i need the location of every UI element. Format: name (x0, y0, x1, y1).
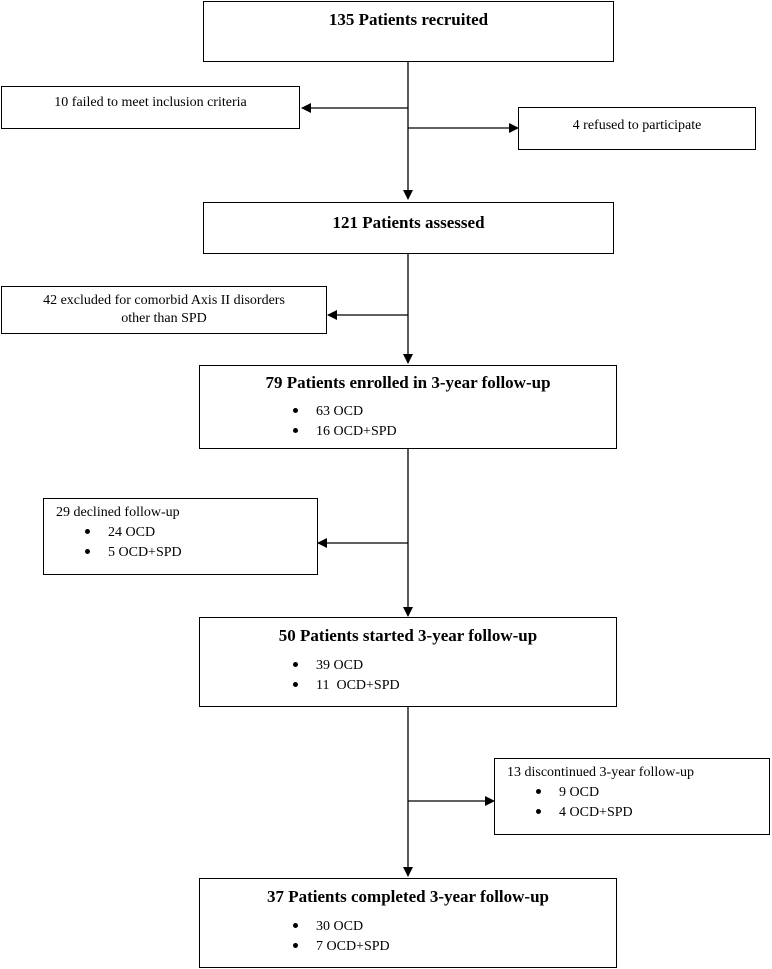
assessed-title: 121 Patients assessed (332, 213, 485, 232)
bullet-icon (293, 408, 298, 414)
started-title: 50 Patients started 3-year follow-up (278, 626, 538, 645)
enrolled-title: 79 Patients enrolled in 3-year follow-up (265, 373, 551, 392)
bullet-icon (293, 923, 298, 929)
started-item-ocd-spd: 11 OCD+SPD (293, 678, 400, 694)
refused-box: 4 refused to participate (518, 107, 756, 150)
excluded-line-1: 42 excluded for comorbid Axis II disorde… (43, 293, 285, 308)
declined-box: 29 declined follow-up 24 OCD 5 OCD+SPD (43, 498, 318, 575)
declined-item-ocd-spd: 5 OCD+SPD (85, 545, 182, 561)
completed-box: 37 Patients completed 3-year follow-up 3… (199, 878, 617, 968)
failed-inclusion-box: 10 failed to meet inclusion criteria (1, 86, 300, 129)
completed-title: 37 Patients completed 3-year follow-up (266, 887, 550, 906)
completed-item-ocd-spd: 7 OCD+SPD (293, 939, 390, 955)
bullet-icon (85, 549, 90, 555)
recruited-box: 135 Patients recruited (203, 1, 614, 62)
excluded-line-2: other than SPD (121, 311, 207, 326)
bullet-icon (85, 529, 90, 535)
enrolled-item-ocd: 63 OCD (293, 404, 363, 420)
discontinued-text: 13 discontinued 3-year follow-up (507, 765, 695, 780)
started-item-ocd: 39 OCD (293, 658, 363, 674)
discontinued-box: 13 discontinued 3-year follow-up 9 OCD 4… (494, 758, 770, 835)
recruited-title: 135 Patients recruited (328, 10, 489, 29)
declined-text: 29 declined follow-up (56, 505, 180, 520)
discontinued-item-ocd: 9 OCD (536, 785, 599, 801)
bullet-icon (536, 809, 541, 815)
bullet-icon (293, 662, 298, 668)
bullet-icon (293, 682, 298, 688)
failed-inclusion-text: 10 failed to meet inclusion criteria (54, 95, 247, 110)
enrolled-item-ocd-spd: 16 OCD+SPD (293, 424, 397, 440)
assessed-box: 121 Patients assessed (203, 202, 614, 254)
declined-item-ocd: 24 OCD (85, 525, 155, 541)
refused-text: 4 refused to participate (572, 118, 702, 133)
started-box: 50 Patients started 3-year follow-up 39 … (199, 617, 617, 707)
discontinued-item-ocd-spd: 4 OCD+SPD (536, 805, 633, 821)
bullet-icon (293, 943, 298, 949)
excluded-box: 42 excluded for comorbid Axis II disorde… (1, 286, 327, 334)
bullet-icon (293, 428, 298, 434)
completed-item-ocd: 30 OCD (293, 919, 363, 935)
enrolled-box: 79 Patients enrolled in 3-year follow-up… (199, 365, 617, 449)
bullet-icon (536, 789, 541, 795)
